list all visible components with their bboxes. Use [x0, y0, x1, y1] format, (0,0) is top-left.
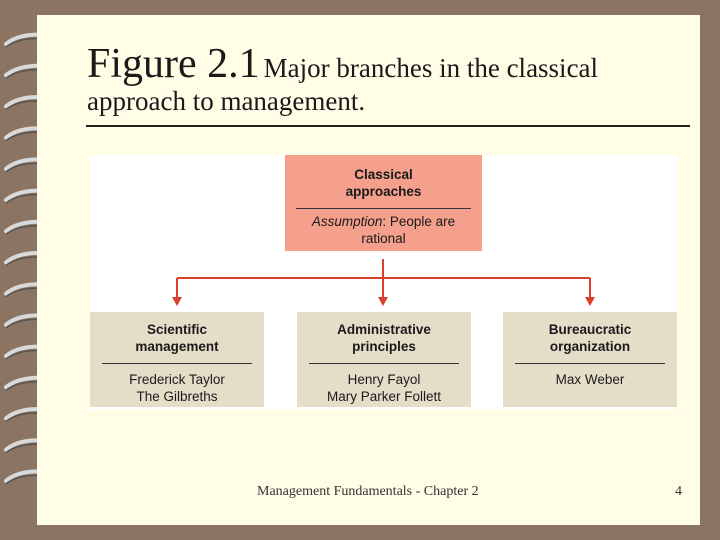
branch-heading-line2: principles [352, 339, 416, 354]
assumption-line1: : People are [382, 214, 456, 229]
branch-heading-line2: management [135, 339, 219, 354]
branch-person: Max Weber [555, 372, 625, 387]
branch-divider [515, 363, 665, 364]
branch-heading: Bureaucratic organization [503, 312, 677, 355]
top-heading-line2: approaches [345, 184, 422, 199]
slide-title: Figure 2.1 Major branches in the classic… [87, 40, 697, 117]
branch-heading-line1: Bureaucratic [548, 322, 632, 337]
top-box-heading: Classical approaches [285, 155, 482, 200]
title-text-line1: Major branches in the classical [263, 53, 599, 83]
branch-box-scientific-management: Scientific management Frederick Taylor T… [90, 312, 264, 407]
branch-person: Henry Fayol [347, 372, 421, 387]
top-heading-line1: Classical [354, 167, 413, 182]
assumption-text: Assumption: People are rational [285, 213, 482, 247]
assumption-line2: rational [361, 231, 406, 246]
branch-box-bureaucratic-organization: Bureaucratic organization Max Weber [503, 312, 677, 407]
assumption-label: Assumption [311, 214, 383, 229]
branch-person: Mary Parker Follett [326, 389, 442, 404]
branch-heading-line2: organization [549, 339, 631, 354]
arrow-head-right [585, 297, 595, 306]
arrow-head-center [378, 297, 388, 306]
branch-heading-line1: Scientific [146, 322, 208, 337]
figure-label: Figure 2.1 [87, 41, 260, 87]
classical-approaches-diagram: Classical approaches Assumption: People … [90, 155, 677, 410]
branch-box-administrative-principles: Administrative principles Henry Fayol Ma… [297, 312, 471, 407]
classical-approaches-box: Classical approaches Assumption: People … [285, 155, 482, 251]
branch-person: Frederick Taylor [129, 372, 225, 387]
branch-person: The Gilbreths [136, 389, 218, 404]
title-text-line2: approach to management. [87, 86, 366, 116]
connector-arrows [172, 259, 595, 306]
branch-divider [102, 363, 252, 364]
title-underline [86, 125, 690, 127]
branch-heading: Scientific management [90, 312, 264, 355]
branch-heading-line1: Administrative [337, 322, 431, 337]
page-number: 4 [675, 484, 682, 499]
top-box-divider [296, 208, 471, 209]
branch-divider [309, 363, 459, 364]
arrow-head-left [172, 297, 182, 306]
branch-heading: Administrative principles [297, 312, 471, 355]
slide-footer: Management Fundamentals - Chapter 2 [257, 484, 479, 499]
